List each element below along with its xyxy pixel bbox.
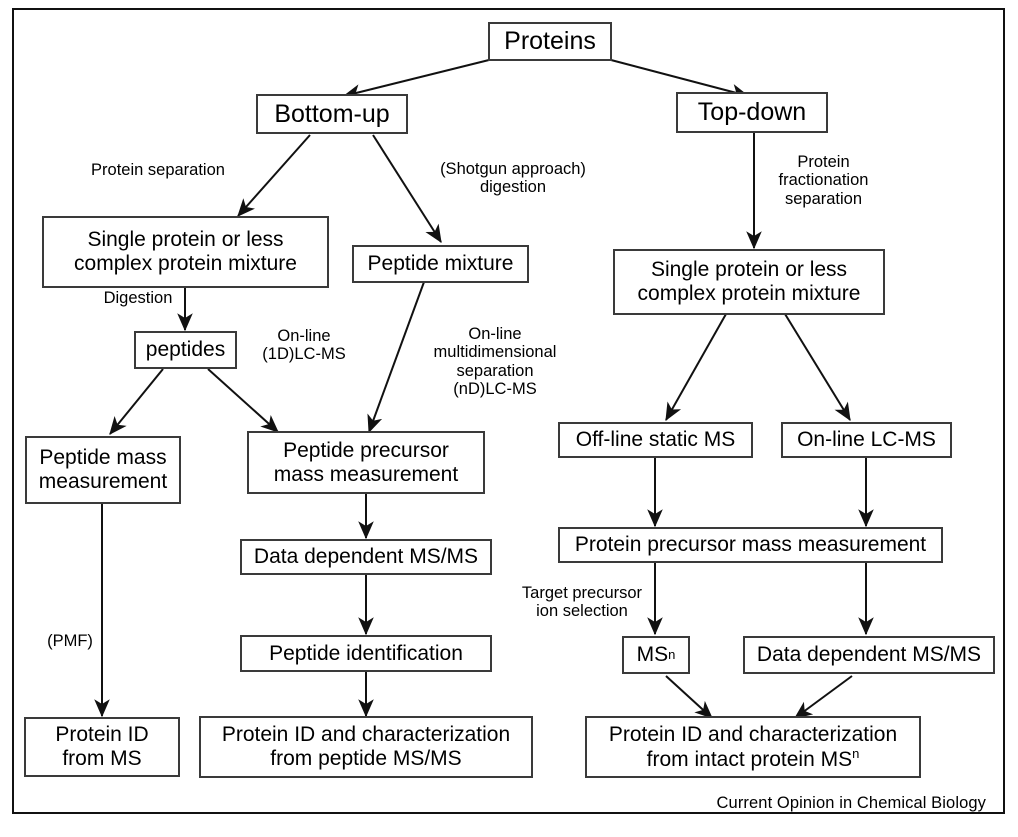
node-protein-id-peptide-msms[interactable]: Protein ID and characterization from pep… xyxy=(199,716,533,778)
node-protein-precursor-mass-measurement[interactable]: Protein precursor mass measurement xyxy=(558,527,943,563)
protein-id-intact-line2: from intact protein MSn xyxy=(646,745,860,772)
ms-n-label: MS xyxy=(636,643,669,667)
edge-label-pmf: (PMF) xyxy=(47,632,93,650)
node-online-lc-ms[interactable]: On-line LC-MS xyxy=(781,422,952,458)
edge-label-online-nd-lcms: On-line multidimensional separation (nD)… xyxy=(433,325,557,399)
node-single-protein-left[interactable]: Single protein or less complex protein m… xyxy=(42,216,329,288)
node-data-dependent-msms-left[interactable]: Data dependent MS/MS xyxy=(240,539,492,575)
figure-credit: Current Opinion in Chemical Biology xyxy=(716,794,986,812)
node-peptide-mass-measurement[interactable]: Peptide mass measurement xyxy=(25,436,181,504)
edge-label-protein-fractionation: Protein fractionation separation xyxy=(778,153,869,208)
protein-id-intact-line2-text: from intact protein MS xyxy=(646,747,853,771)
edge-label-target-precursor-ion-selection: Target precursor ion selection xyxy=(521,584,643,621)
protein-id-intact-superscript: n xyxy=(852,745,860,761)
node-single-protein-right[interactable]: Single protein or less complex protein m… xyxy=(613,249,885,315)
node-proteins[interactable]: Proteins xyxy=(488,22,612,61)
protein-id-intact-line1: Protein ID and characterization xyxy=(608,722,898,746)
ms-n-superscript: n xyxy=(668,646,676,662)
edge-label-online-1d-lcms: On-line (1D)LC-MS xyxy=(262,327,346,364)
node-top-down[interactable]: Top-down xyxy=(676,92,828,133)
node-offline-static-ms[interactable]: Off-line static MS xyxy=(558,422,753,458)
node-bottom-up[interactable]: Bottom-up xyxy=(256,94,408,134)
node-protein-id-from-ms[interactable]: Protein ID from MS xyxy=(24,717,180,777)
node-protein-id-intact-protein[interactable]: Protein ID and characterization from int… xyxy=(585,716,921,778)
node-peptides[interactable]: peptides xyxy=(134,331,237,369)
edge-label-shotgun-approach: (Shotgun approach) digestion xyxy=(440,160,586,197)
node-peptide-precursor-mass-measurement[interactable]: Peptide precursor mass measurement xyxy=(247,431,485,494)
node-peptide-identification[interactable]: Peptide identification xyxy=(240,635,492,672)
node-data-dependent-msms-right[interactable]: Data dependent MS/MS xyxy=(743,636,995,674)
node-peptide-mixture[interactable]: Peptide mixture xyxy=(352,245,529,283)
figure-border xyxy=(12,8,1005,814)
edge-label-protein-separation: Protein separation xyxy=(91,161,225,179)
edge-label-digestion: Digestion xyxy=(103,289,173,307)
